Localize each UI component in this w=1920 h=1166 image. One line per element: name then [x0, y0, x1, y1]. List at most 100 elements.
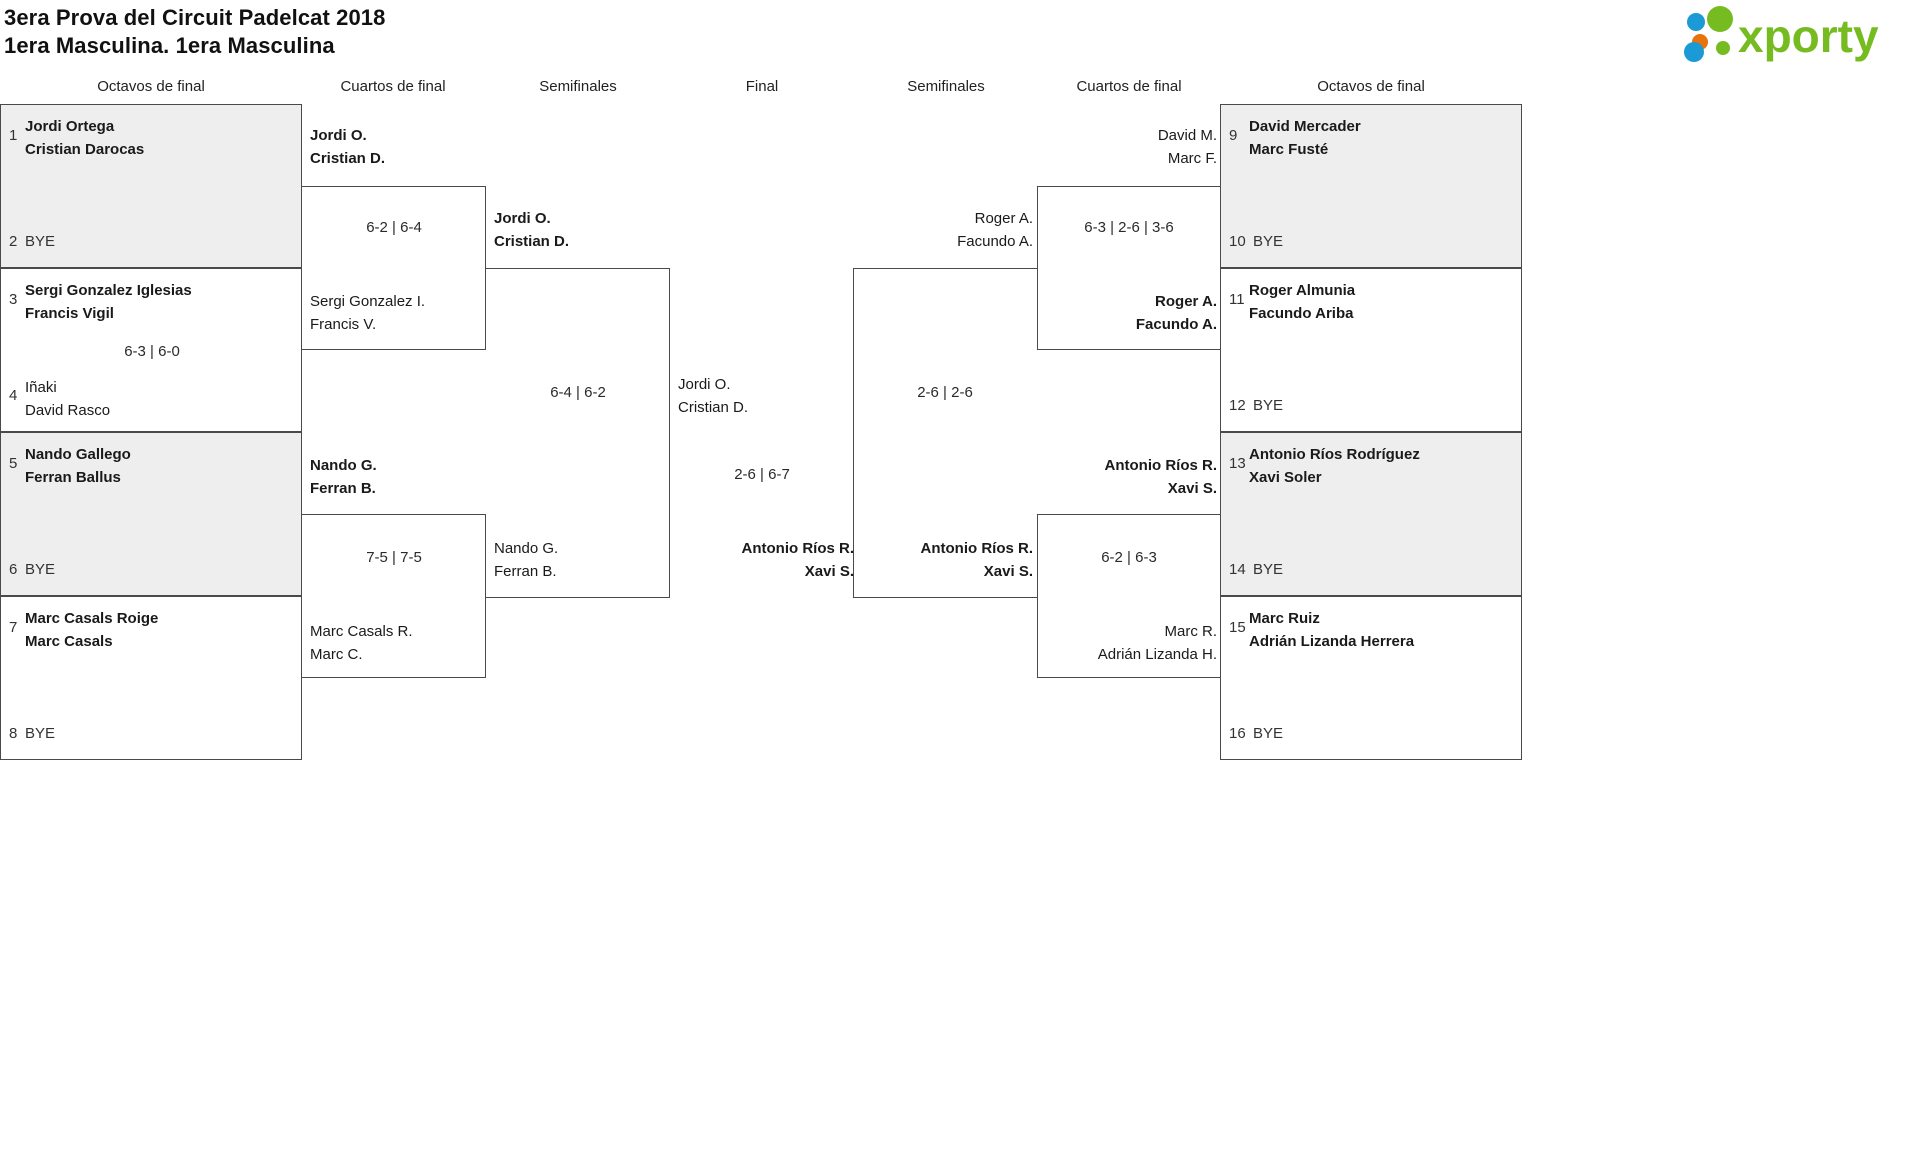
bye-label: BYE: [25, 233, 56, 250]
match-block-right-r16-4[interactable]: 15 Marc Ruiz Adrián Lizanda Herrera 16 B…: [1220, 596, 1522, 760]
player-name: Marc R.: [1164, 623, 1218, 640]
player-name: Ferran Ballus: [25, 469, 121, 486]
player-name: Nando Gallego: [25, 446, 131, 463]
round-header-final: Final: [745, 78, 779, 95]
player-name: Marc C.: [310, 646, 363, 663]
player-name: Jordi O.: [310, 127, 367, 144]
team-left-qf-2: Sergi Gonzalez I. Francis V.: [310, 290, 425, 336]
player-name: Ferran B.: [310, 480, 376, 497]
seed-number: 8: [9, 725, 18, 742]
match-score-right-qf-2: 6-2 | 6-3: [1101, 549, 1157, 566]
player-name: Adrián Lizanda Herrera: [1249, 633, 1415, 650]
match-block-right-r16-1[interactable]: 9 David Mercader Marc Fusté 10 BYE: [1220, 104, 1522, 268]
team-left-qf-4: Marc Casals R. Marc C.: [310, 620, 413, 666]
player-name: Marc Casals R.: [310, 623, 413, 640]
player-name: Iñaki: [25, 379, 57, 396]
seed-number: 5: [9, 455, 18, 472]
player-name: Marc F.: [1167, 150, 1217, 167]
player-name: Jordi O.: [678, 376, 731, 393]
match-block-left-r16-2[interactable]: 3 Sergi Gonzalez Iglesias Francis Vigil …: [0, 268, 302, 432]
connector-right-sf: [853, 268, 1037, 598]
match-block-left-r16-3[interactable]: 5 Nando Gallego Ferran Ballus 6 BYE: [0, 432, 302, 596]
team-final-left: Jordi O. Cristian D.: [678, 373, 748, 419]
bye-label: BYE: [1253, 397, 1284, 414]
svg-text:xporty: xporty: [1738, 10, 1879, 62]
player-name: Facundo A.: [1135, 316, 1217, 333]
team-left-qf-1: Jordi O. Cristian D.: [310, 124, 385, 170]
seed-number: 11: [1229, 291, 1245, 308]
bye-label: BYE: [1253, 233, 1284, 250]
team-right-qf-4: Marc R. Adrián Lizanda H.: [1037, 620, 1217, 666]
seed-number: 10: [1229, 233, 1246, 250]
bye-label: BYE: [25, 725, 56, 742]
xporty-logo[interactable]: xporty: [1676, 6, 1906, 62]
player-name: David Mercader: [1249, 118, 1361, 135]
player-name: Cristian Darocas: [25, 141, 145, 158]
round-header-left-r16: Octavos de final: [97, 78, 205, 95]
team-final-right-champion: Antonio Ríos R. Xavi S.: [654, 537, 855, 583]
player-name: Xavi S.: [804, 563, 854, 580]
player-name: Cristian D.: [494, 233, 570, 250]
tournament-category: 1era Masculina. 1era Masculina: [4, 33, 335, 58]
match-score-left-qf-2: 7-5 | 7-5: [366, 549, 422, 566]
match-block-right-r16-2[interactable]: 11 Roger Almunia Facundo Ariba 12 BYE: [1220, 268, 1522, 432]
round-header-right-qf: Cuartos de final: [1076, 78, 1182, 95]
player-name: Roger Almunia: [1249, 282, 1356, 299]
player-name: Antonio Ríos Rodríguez: [1249, 446, 1420, 463]
team-right-qf-3: Antonio Ríos R. Xavi S.: [1037, 454, 1218, 500]
player-name: Nando G.: [310, 457, 377, 474]
player-name: Xavi S.: [1167, 480, 1217, 497]
match-score-right-qf-1: 6-3 | 2-6 | 3-6: [1084, 219, 1174, 236]
bye-label: BYE: [25, 561, 56, 578]
seed-number: 2: [9, 233, 18, 250]
match-score: 6-3 | 6-0: [124, 343, 180, 360]
page-title: 3era Prova del Circuit Padelcat 2018 1er…: [4, 4, 385, 60]
seed-number: 1: [9, 127, 18, 144]
player-name: Marc Casals: [25, 633, 113, 650]
player-name: Sergi Gonzalez I.: [310, 293, 426, 310]
connector-right-qf-1: [1037, 186, 1221, 350]
player-name: David Rasco: [25, 402, 111, 419]
connector-left-qf-1: [302, 186, 486, 350]
round-header-left-sf: Semifinales: [539, 78, 617, 95]
match-block-left-r16-1[interactable]: 1 Jordi Ortega Cristian Darocas 2 BYE: [0, 104, 302, 268]
match-block-left-r16-4[interactable]: 7 Marc Casals Roige Marc Casals 8 BYE: [0, 596, 302, 760]
player-name: Xavi S.: [983, 563, 1033, 580]
connector-right-qf-2: [1037, 514, 1221, 678]
seed-number: 7: [9, 619, 18, 636]
match-score-right-sf: 2-6 | 2-6: [917, 384, 973, 401]
seed-number: 4: [9, 387, 18, 404]
match-score-left-sf: 6-4 | 6-2: [550, 384, 606, 401]
player-name: Marc Fusté: [1249, 141, 1329, 158]
player-name: Roger A.: [1155, 293, 1217, 310]
player-name: Facundo A.: [957, 233, 1033, 250]
connector-left-qf-2: [302, 514, 486, 678]
team-right-qf-1: David M. Marc F.: [1037, 124, 1217, 170]
player-name: Nando G.: [494, 540, 559, 557]
round-header-right-r16: Octavos de final: [1317, 78, 1425, 95]
player-name: Ferran B.: [494, 563, 557, 580]
player-name: Antonio Ríos R.: [1104, 457, 1218, 474]
player-name: Francis Vigil: [25, 305, 114, 322]
team-left-qf-3: Nando G. Ferran B.: [310, 454, 377, 500]
final-divider-left: [669, 268, 670, 598]
match-score-final: 2-6 | 6-7: [734, 466, 790, 483]
seed-number: 3: [9, 291, 18, 308]
player-name: Antonio Ríos R.: [741, 540, 855, 557]
player-name: Jordi Ortega: [25, 118, 115, 135]
player-name: Jordi O.: [494, 210, 551, 227]
player-name: Facundo Ariba: [1249, 305, 1354, 322]
round-header-right-sf: Semifinales: [907, 78, 985, 95]
seed-number: 16: [1229, 725, 1246, 742]
team-right-sf-2: Antonio Ríos R. Xavi S.: [853, 537, 1034, 583]
player-name: David M.: [1157, 127, 1217, 144]
match-block-right-r16-3[interactable]: 13 Antonio Ríos Rodríguez Xavi Soler 14 …: [1220, 432, 1522, 596]
team-left-sf-1: Jordi O. Cristian D.: [494, 207, 569, 253]
player-name: Xavi Soler: [1249, 469, 1322, 486]
seed-number: 9: [1229, 127, 1238, 144]
player-name: Adrián Lizanda H.: [1097, 646, 1217, 663]
match-score-left-qf-1: 6-2 | 6-4: [366, 219, 422, 236]
round-header-left-qf: Cuartos de final: [340, 78, 446, 95]
player-name: Marc Casals Roige: [25, 610, 159, 627]
